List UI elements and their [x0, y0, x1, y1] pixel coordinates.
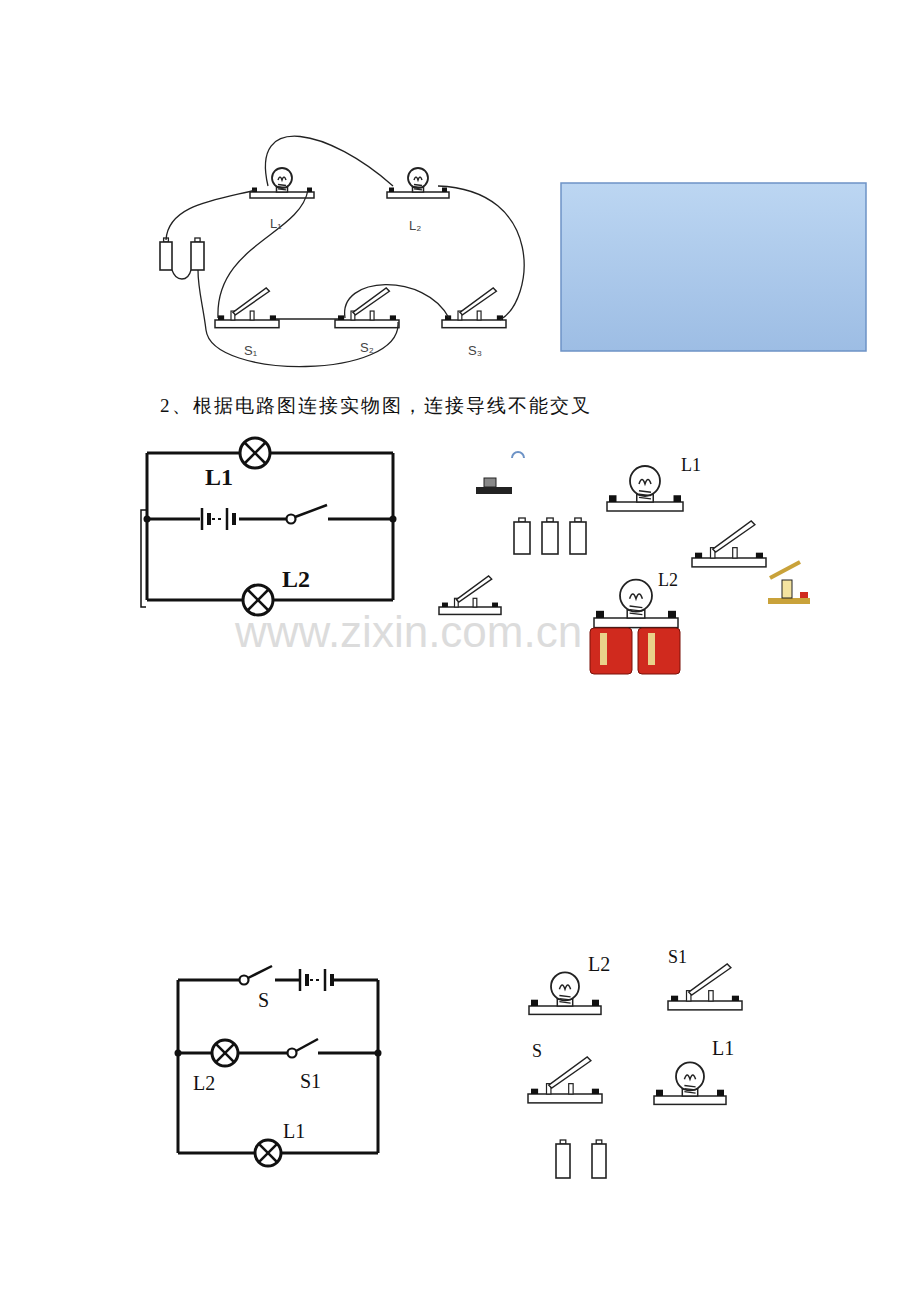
switch-label: S1: [300, 1071, 321, 1091]
wire: [172, 270, 191, 279]
switch-symbol: [528, 1057, 602, 1103]
battery-cell: [592, 1140, 606, 1178]
wire: [177, 980, 180, 1153]
junction-dot: [375, 1050, 382, 1057]
lamp-label: L1: [283, 1121, 305, 1141]
wire: [239, 518, 286, 521]
battery-cell: [542, 518, 558, 554]
lamp-label: L1: [681, 456, 701, 474]
battery-cell: [514, 518, 530, 554]
lamp-symbol: [654, 1062, 726, 1104]
terminal-part: [484, 478, 496, 487]
lamp-label: L2: [193, 1073, 215, 1093]
part-red: [800, 592, 808, 598]
wire: [328, 518, 393, 521]
terminal-part: [476, 487, 512, 494]
switch-label: S: [532, 1042, 542, 1060]
wire: [273, 599, 393, 602]
wire: [146, 453, 149, 600]
lamp-symbol: [607, 466, 683, 511]
wire: [438, 186, 524, 320]
lamp-symbol: [529, 972, 601, 1014]
wire: [178, 979, 240, 982]
schematic-2: [144, 438, 397, 615]
switch-schematic: [287, 505, 328, 524]
clip-part: [512, 452, 524, 458]
switch-label: S₁: [244, 344, 257, 357]
battery-red: [590, 628, 632, 674]
lamp-schematic: [212, 1040, 238, 1066]
switch-schematic: [288, 1039, 319, 1058]
part-base: [768, 598, 810, 604]
battery-cell: [570, 518, 586, 554]
lamp-label: L₁: [270, 217, 282, 230]
wire: [178, 1052, 212, 1055]
schematic-3: [175, 966, 382, 1166]
battery-schematic: [300, 969, 332, 991]
wire: [392, 453, 395, 600]
lamp-symbol: [387, 168, 449, 198]
wire: [275, 979, 299, 982]
wire: [265, 136, 393, 186]
watermark: www.zixin.com.cn: [235, 610, 582, 654]
battery-red: [638, 628, 680, 674]
lamp-label: L2: [588, 954, 610, 974]
junction-dot: [175, 1050, 182, 1057]
switch-schematic: [240, 966, 273, 985]
battery-cell: [556, 1140, 570, 1178]
lamp-label: L2: [658, 571, 678, 589]
junction-dot: [390, 516, 397, 523]
switch-symbol: [442, 288, 506, 328]
junction-dot: [144, 516, 151, 523]
part-post: [782, 580, 792, 598]
wire: [276, 318, 338, 319]
wire: [147, 452, 240, 455]
switch-symbol: [668, 964, 742, 1010]
battery-schematic: [202, 508, 234, 530]
wire: [318, 1052, 378, 1055]
lamp-symbol: [250, 168, 314, 198]
lamp-label: L₂: [409, 219, 421, 232]
switch-label: S₂: [360, 341, 374, 354]
wire: [345, 285, 449, 318]
wire: [198, 270, 398, 367]
battery-cell: [191, 238, 204, 270]
physical-circuit-1: [160, 168, 506, 328]
blank-answer-box: [561, 183, 866, 351]
switch-symbol: [692, 521, 766, 567]
wire: [178, 1152, 255, 1155]
lamp-label: L1: [205, 465, 233, 489]
switch-symbol: [215, 288, 279, 328]
wire: [333, 979, 378, 982]
wire: [166, 190, 256, 240]
switch-symbol: [439, 576, 501, 614]
lamp-label: L2: [282, 567, 310, 591]
lamp-schematic: [240, 438, 270, 468]
wire: [238, 1052, 288, 1055]
battery-cell: [160, 238, 172, 270]
wire: [147, 599, 243, 602]
battery-band: [600, 633, 607, 665]
battery-band: [648, 633, 655, 665]
wire: [270, 452, 393, 455]
switch-label: S1: [668, 948, 687, 966]
physical-components-3: [528, 964, 742, 1178]
bracket: [141, 510, 146, 607]
lamp-schematic: [255, 1140, 281, 1166]
wire: [147, 518, 200, 521]
lamp-label: L1: [712, 1038, 734, 1058]
wire: [377, 980, 380, 1153]
question-text: 2、根据电路图连接实物图，连接导线不能交叉: [160, 396, 592, 415]
switch-label: S: [258, 990, 269, 1010]
part-blade: [770, 562, 800, 578]
switch-label: S₃: [468, 344, 482, 357]
wire: [218, 190, 308, 318]
wire: [281, 1152, 378, 1155]
